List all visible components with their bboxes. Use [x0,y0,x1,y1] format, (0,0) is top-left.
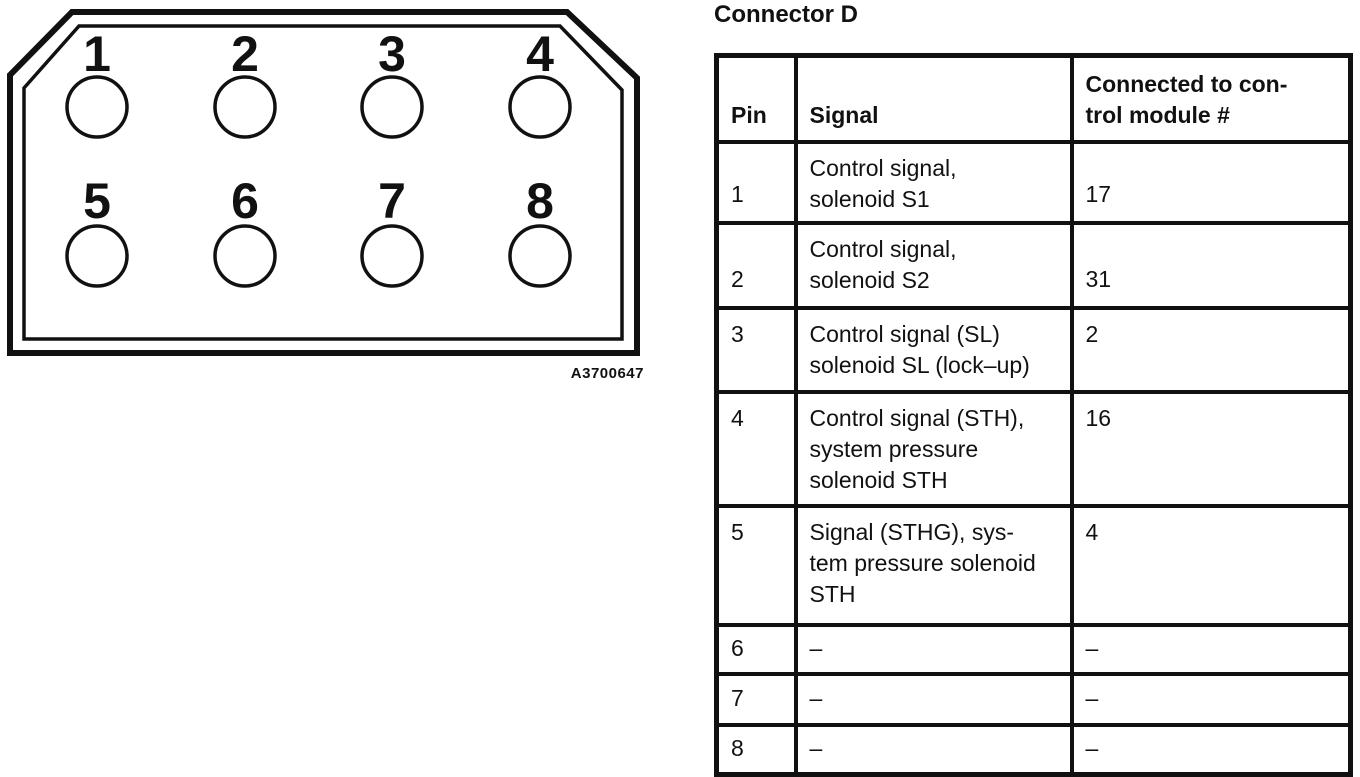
table-row: 7 – – [714,671,1353,727]
pin-number-5: 5 [83,173,111,229]
cell-pin: 2 [714,220,798,310]
cell-module: – [1069,671,1353,727]
connector-outline-inner [22,24,624,341]
connector-outline-outer [7,9,640,356]
pin-number-2: 2 [231,26,259,82]
pin-hole-3 [360,75,424,139]
cell-module: 2 [1069,305,1353,394]
cell-module: 16 [1069,389,1353,508]
cell-pin: 4 [714,389,798,508]
pin-hole-4 [508,75,572,139]
cell-signal: Control signal, solenoid S2 [793,220,1074,310]
cell-signal: Control signal (STH), system pressure so… [793,389,1074,508]
cell-signal: – [793,722,1074,777]
pin-hole-6 [213,224,277,288]
table-row: 1 Control signal, solenoid S1 17 [714,139,1353,225]
pin-number-7: 7 [378,173,406,229]
table-row: 6 – – [714,622,1353,676]
cell-signal: Signal (STHG), sys- tem pressure solenoi… [793,503,1074,627]
cell-module: 31 [1069,220,1353,310]
pin-hole-1 [65,75,129,139]
cell-signal: – [793,622,1074,676]
pin-hole-7 [360,224,424,288]
table-row: 4 Control signal (STH), system pressure … [714,389,1353,508]
cell-module: 4 [1069,503,1353,627]
cell-pin: 1 [714,139,798,225]
cell-module: – [1069,722,1353,777]
cell-pin: 5 [714,503,798,627]
figure-ref-label: A3700647 [571,365,644,382]
pin-table: Pin Signal Connected to con- trol module… [714,53,1353,777]
cell-pin: 8 [714,722,798,777]
cell-pin: 7 [714,671,798,727]
pin-number-3: 3 [378,26,406,82]
table-row: 8 – – [714,722,1353,777]
col-header-signal: Signal [793,53,1074,144]
col-header-pin: Pin [714,53,798,144]
cell-module: – [1069,622,1353,676]
cell-pin: 6 [714,622,798,676]
table-row: 3 Control signal (SL) solenoid SL (lock–… [714,305,1353,394]
pin-number-4: 4 [526,26,554,82]
pin-number-1: 1 [83,26,111,82]
table-row: 5 Signal (STHG), sys- tem pressure solen… [714,503,1353,627]
cell-pin: 3 [714,305,798,394]
cell-signal: Control signal (SL) solenoid SL (lock–up… [793,305,1074,394]
cell-signal: – [793,671,1074,727]
table-header-row: Pin Signal Connected to con- trol module… [714,53,1353,144]
pin-number-8: 8 [526,173,554,229]
table-row: 2 Control signal, solenoid S2 31 [714,220,1353,310]
col-header-module: Connected to con- trol module # [1069,53,1353,144]
pin-hole-5 [65,224,129,288]
connector-diagram: 1 2 3 4 5 6 7 8 A3700647 [7,9,644,382]
pin-hole-8 [508,224,572,288]
page-title: Connector D [714,1,858,28]
pin-number-6: 6 [231,173,259,229]
cell-signal: Control signal, solenoid S1 [793,139,1074,225]
cell-module: 17 [1069,139,1353,225]
pin-hole-2 [213,75,277,139]
